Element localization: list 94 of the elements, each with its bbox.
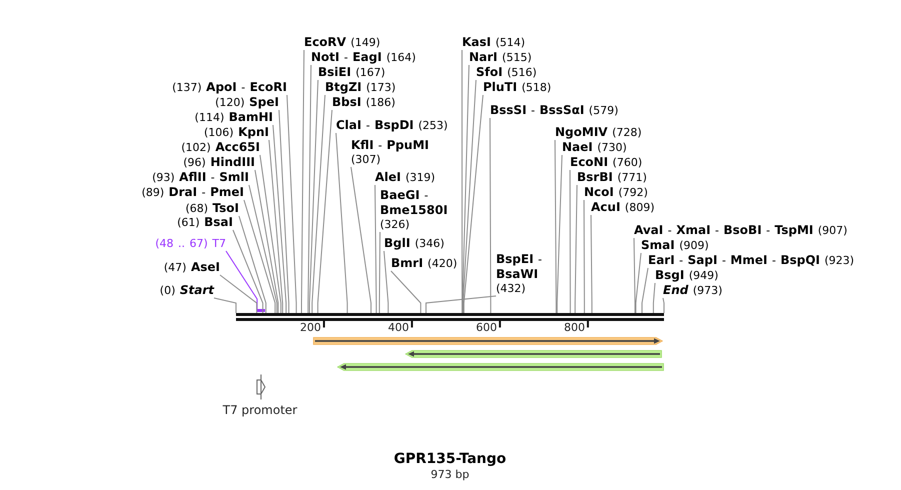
leader-line [570,170,571,314]
leader-line [635,252,642,314]
site-label: SmaI (909) [641,238,709,253]
site-label: (68) TsoI [185,201,239,216]
leader-line [384,250,389,314]
leader-line [248,184,278,314]
leader-line [634,238,636,314]
leader-line [308,64,312,314]
leader-line [652,282,656,314]
tick-label: 600 [476,320,497,334]
site-label: BaeGI - Bme1580I (326) [380,188,454,232]
leader-line [260,154,282,314]
leader-line [238,216,266,314]
site-label: NgoMIV (728) [555,125,642,140]
feature-band [337,362,664,372]
site-label: (114) BamHI [194,110,273,125]
site-label: ClaI - BspDI (253) [336,118,448,133]
leader-line [232,230,264,314]
position-label: (0) Start [160,283,214,298]
site-label: (93) AflII - SmlI [152,170,249,185]
site-label: (120) SpeI [215,95,279,110]
leader-line [278,110,290,314]
sequence-length: 973 bp [430,468,470,480]
site-label: (96) HindIII [183,155,255,170]
leader-line [350,166,372,314]
site-label: BsrBI (771) [577,170,647,185]
leader-line [378,232,380,314]
site-label: AleI (319) [375,170,436,185]
leader-line [463,94,484,314]
leader-line [309,80,318,314]
leader-line [590,214,592,314]
site-label: NaeI (730) [562,140,627,155]
tick-label: 800 [564,320,585,334]
leader-line [254,170,279,314]
site-label: KflI - PpuMI (307) [351,138,433,167]
tick-label: 400 [388,320,409,334]
tick-label: 200 [300,320,321,334]
leader-line [226,250,258,310]
leader-line [462,64,470,314]
leader-line [662,298,664,314]
feature-band [405,349,662,359]
site-label: BssSI - BssSαI (579) [490,103,618,118]
leader-line [462,80,476,314]
site-label: BtgZI (173) [325,80,396,95]
leader-line [268,140,284,314]
site-label: (61) BsaI [177,215,233,230]
leader-line [286,94,297,314]
site-label: EcoNI (760) [570,155,642,170]
leader-line [317,110,332,314]
leader-line [554,140,557,314]
leader-line [272,124,287,314]
feature-label: T7 promoter [222,403,298,418]
site-label: NcoI (792) [584,185,648,200]
leader-line [301,50,304,314]
feature-bar [257,309,266,312]
site-label: AcuI (809) [591,200,654,215]
site-label: (106) KpnI [204,125,269,140]
site-label: (102) Acc65I [181,140,260,155]
site-label: BmrI (420) [391,256,458,271]
site-label: SfoI (516) [476,65,537,80]
site-label: PluTI (518) [483,80,552,95]
leader-line [574,184,578,314]
leader-line [642,268,648,314]
site-label: KasI (514) [462,35,526,50]
leader-line [214,298,236,314]
leader-line [312,94,326,314]
site-label: BspEI - BsaWI (432) [496,252,546,296]
leader-line [336,132,348,314]
leader-line [374,184,377,314]
site-label: (47) AseI [164,260,220,275]
site-label: BsiEI (167) [318,65,386,80]
site-label: BglI (346) [384,236,444,251]
leader-line [490,118,492,314]
site-label: BbsI (186) [332,95,396,110]
leader-line [462,50,463,314]
leader-line [244,200,276,314]
site-label: EarI - SapI - MmeI - BspQI (923) [648,253,854,268]
site-label: AvaI - XmaI - BsoBI - TspMI (907) [634,223,848,238]
site-label: BsgI (949) [655,268,718,283]
map-title: GPR135-Tango [394,451,506,468]
site-label: (137) ApoI - EcoRI [172,80,287,95]
leader-line [390,270,422,314]
leader-line [556,154,562,314]
site-label: NotI - EagI (164) [311,50,416,65]
site-label: (89) DraI - PmeI [142,185,244,200]
leader-line [220,274,258,314]
site-label: EcoRV (149) [304,35,380,50]
leader-line [426,296,496,314]
sequence-backbone [236,313,664,321]
feature-band [313,336,663,346]
leader-line [584,200,585,314]
position-label: End (973) [663,283,722,298]
site-label: NarI (515) [469,50,532,65]
feature-label: (48 .. 67) T7 [155,237,226,251]
